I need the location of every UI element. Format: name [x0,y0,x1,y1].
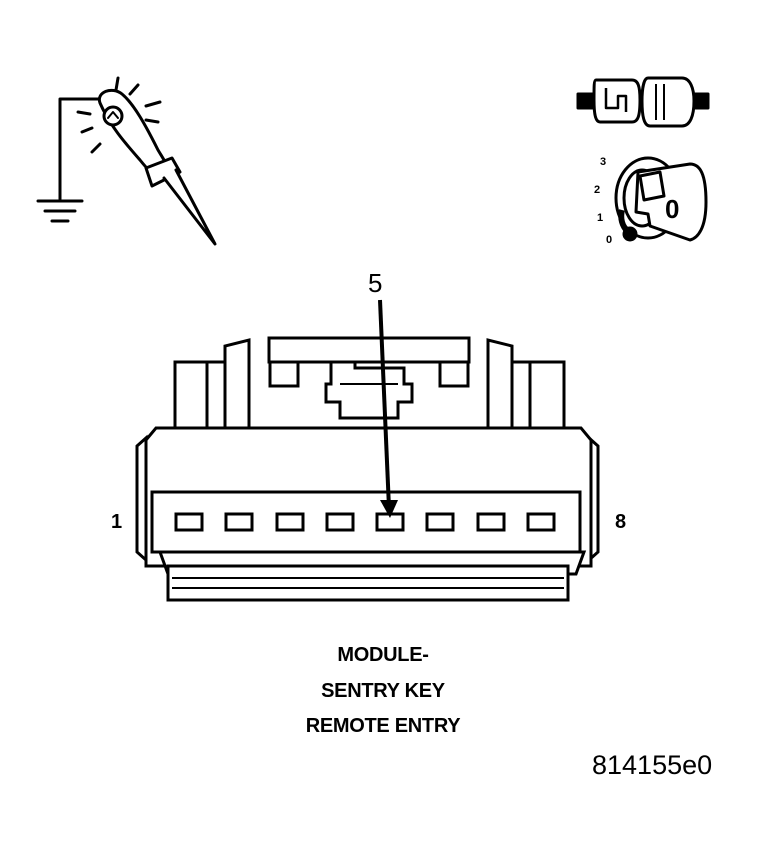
pin-cavity-8 [526,512,556,532]
pin-cavity-2 [224,512,254,532]
key-position-0: 0 [606,234,613,246]
caption-line-3: REMOTE ENTRY [305,715,461,737]
key-position-1: 1 [597,212,604,224]
key-position-3: 3 [600,156,607,168]
pin-label-last: 8 [615,511,627,533]
ignition-key-icon [614,156,708,242]
key-letter: 0 [665,194,680,224]
pin-cavity-4 [325,512,355,532]
pin-cavity-6 [425,512,455,532]
caption-line-2: SENTRY KEY [321,680,445,702]
figure-id: 814155e0 [592,750,713,780]
key-position-2: 2 [594,184,601,196]
connector-disconnect-icon [576,76,710,128]
pin-cavity-7 [476,512,506,532]
test-light-ground-icon [36,76,217,246]
pin-label-first: 1 [111,511,123,533]
connector-body [135,336,600,602]
pin-cavity-3 [275,512,305,532]
callout-pin-label: 5 [368,268,383,298]
callout-arrow [378,299,398,518]
pin-cavity-1 [174,512,204,532]
caption-line-1: MODULE- [337,644,429,666]
